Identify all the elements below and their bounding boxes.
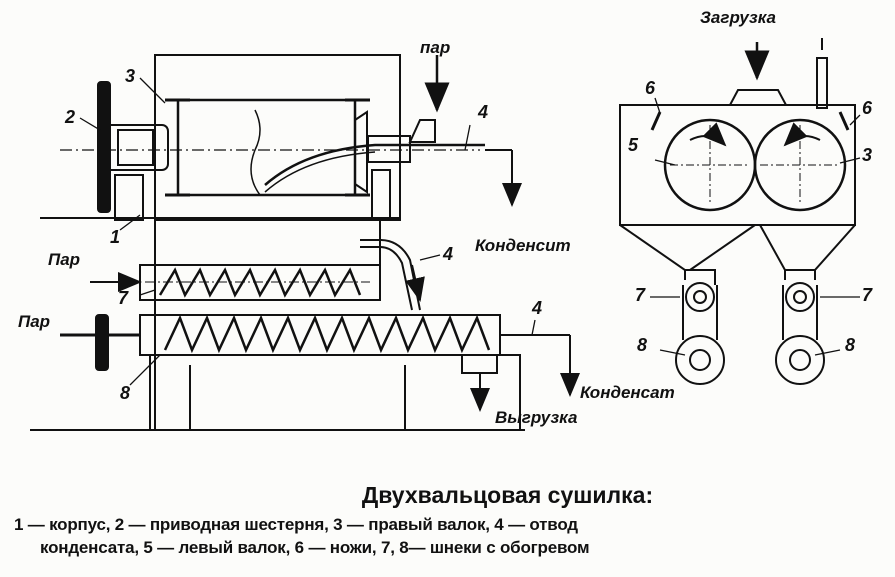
label-6-right: 6: [862, 98, 873, 118]
label-7-mid: 7: [118, 288, 129, 308]
label-1: 1: [110, 227, 121, 247]
label-4-mid: 4: [443, 244, 454, 264]
figure-title: Двухвальцовая сушилка:: [361, 482, 654, 508]
label-3-right: 3: [862, 145, 873, 165]
screw-7-assembly: [90, 220, 425, 430]
label-8-left: 8: [637, 335, 648, 355]
label-loading: Загрузка: [700, 8, 777, 27]
side-view: [619, 38, 856, 385]
label-unloading: Выгрузка: [495, 408, 578, 427]
label-steam-mid: Пар: [48, 250, 81, 269]
label-4-low: 4: [532, 298, 543, 318]
label-7-right: 7: [862, 285, 873, 305]
label-steam-top: пар: [420, 38, 451, 57]
label-6-left: 6: [645, 78, 656, 98]
caption-line-2: конденсата, 5 — левый валок, 6 — ножи, 7…: [40, 538, 590, 557]
label-7-left: 7: [635, 285, 646, 305]
label-3-left: 3: [125, 66, 136, 86]
drive-gear: [97, 81, 111, 213]
label-8-mid: 8: [120, 383, 131, 403]
label-4-top: 4: [478, 102, 489, 122]
label-steam-low: Пар: [18, 312, 51, 331]
label-5: 5: [628, 135, 639, 155]
upper-drum-assembly: [40, 54, 522, 221]
label-8-right: 8: [845, 335, 856, 355]
screw-8-assembly: [30, 314, 580, 431]
label-2: 2: [65, 107, 76, 127]
caption-line-1: 1 — корпус, 2 — приводная шестерня, 3 — …: [14, 515, 578, 534]
label-condensate-top: Конденсит: [475, 236, 571, 255]
label-condensate-low: Конденсат: [580, 383, 675, 402]
